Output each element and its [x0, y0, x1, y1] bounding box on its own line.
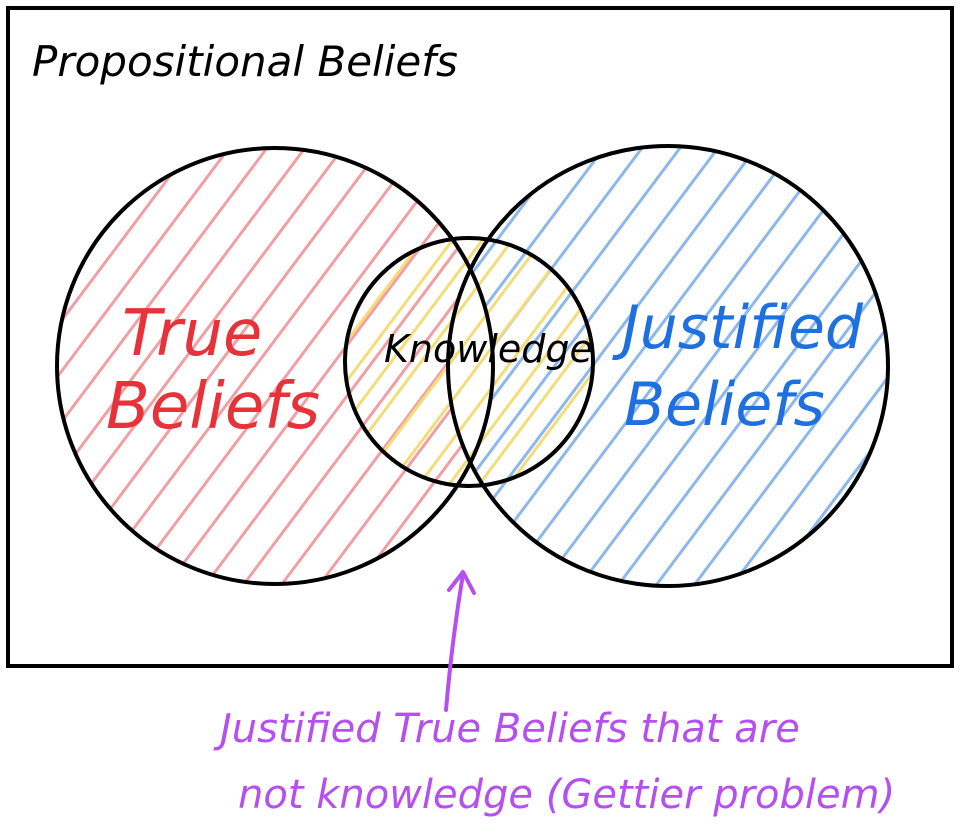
hatch-stroke: [0, 128, 342, 586]
gettier-annotation-line-1: Justified True Beliefs that are: [213, 706, 800, 752]
hatch-stroke: [632, 159, 962, 602]
justified-beliefs-circle: [446, 144, 890, 588]
justified-beliefs-label-line-2: Beliefs: [624, 370, 825, 440]
knowledge-circle: [343, 236, 595, 488]
hatch-stroke: [0, 118, 176, 355]
true-beliefs-label-line-1: True: [122, 297, 262, 371]
hatch-stroke: [700, 250, 962, 602]
true-beliefs-circle: [55, 146, 495, 586]
hatch-stroke: [496, 128, 852, 602]
hatch-stroke: [704, 276, 962, 622]
hatch-stroke: [666, 225, 962, 622]
hatch-stroke: [367, 118, 746, 622]
hatch-stroke: [438, 98, 832, 622]
hatch-stroke: [345, 238, 492, 486]
hatch-stroke: [96, 98, 490, 622]
hatch-stroke: [0, 118, 138, 304]
hatch-stroke: [224, 128, 580, 602]
hatch-stroke: [628, 174, 962, 622]
hatch-stroke: [595, 130, 962, 622]
hatch-stroke: [345, 238, 432, 486]
hatch-stroke: [780, 377, 962, 622]
hatch-stroke: [58, 98, 452, 622]
gettier-arrow: [444, 570, 476, 712]
hatch-stroke: [134, 98, 528, 622]
hatch-stroke: [101, 118, 480, 622]
hatch-stroke: [324, 98, 718, 622]
hatch-stroke: [190, 128, 546, 602]
hatch-stroke: [519, 118, 898, 622]
hatch-stroke: [362, 98, 756, 622]
hatch-stroke: [20, 128, 376, 602]
hatch-stroke: [476, 98, 870, 622]
hatch-stroke: [345, 238, 462, 486]
hatch-stroke: [590, 124, 962, 622]
hatch-stroke: [177, 118, 556, 622]
hatch-stroke: [0, 118, 328, 558]
hatch-stroke: [400, 98, 794, 622]
frame-title: Propositional Beliefs: [32, 37, 458, 86]
hatch-stroke: [557, 118, 936, 622]
hatch-stroke: [394, 128, 750, 602]
hatch-stroke: [552, 98, 946, 622]
hatch-stroke: [215, 118, 594, 622]
hatch-stroke: [156, 128, 512, 602]
hatch-stroke: [172, 98, 566, 622]
hatch-stroke: [248, 98, 642, 622]
hatch-stroke: [63, 118, 442, 622]
hatch-stroke: [25, 118, 404, 622]
hatch-stroke: [379, 238, 582, 486]
hatch-stroke: [530, 128, 886, 602]
justified-beliefs-label-line-1: Justified: [612, 293, 864, 363]
gettier-overlap-hatching: [0, 128, 962, 602]
hatch-stroke: [253, 118, 632, 622]
hatch-stroke: [462, 128, 818, 602]
knowledge-label: Knowledge: [384, 327, 593, 371]
hatch-stroke: [564, 128, 920, 602]
hatch-stroke: [428, 128, 784, 602]
hatch-stroke: [0, 118, 100, 254]
hatch-stroke: [0, 118, 252, 456]
hatch-stroke: [598, 128, 954, 602]
gettier-annotation-line-2: not knowledge (Gettier problem): [238, 772, 895, 818]
hatch-stroke: [0, 118, 366, 608]
hatch-stroke: [666, 204, 962, 602]
propositional-beliefs-frame: [6, 6, 954, 668]
hatch-stroke: [258, 128, 614, 602]
hatch-stroke: [0, 118, 290, 507]
hatch-stroke: [88, 128, 444, 602]
hatch-stroke: [326, 128, 682, 602]
hatch-stroke: [443, 118, 822, 622]
hatch-stroke: [734, 295, 962, 602]
hatch-stroke: [856, 478, 962, 622]
hatch-stroke: [499, 238, 593, 486]
hatch-stroke: [54, 128, 410, 602]
hatch-stroke: [122, 128, 478, 602]
hatch-stroke: [818, 428, 962, 622]
hatch-stroke: [469, 238, 593, 486]
hatch-stroke: [0, 118, 214, 406]
true-beliefs-label-line-2: Beliefs: [106, 370, 320, 444]
hatch-stroke: [329, 118, 708, 622]
hatch-stroke: [291, 118, 670, 622]
hatch-stroke: [292, 128, 648, 602]
hatch-stroke: [894, 529, 962, 622]
